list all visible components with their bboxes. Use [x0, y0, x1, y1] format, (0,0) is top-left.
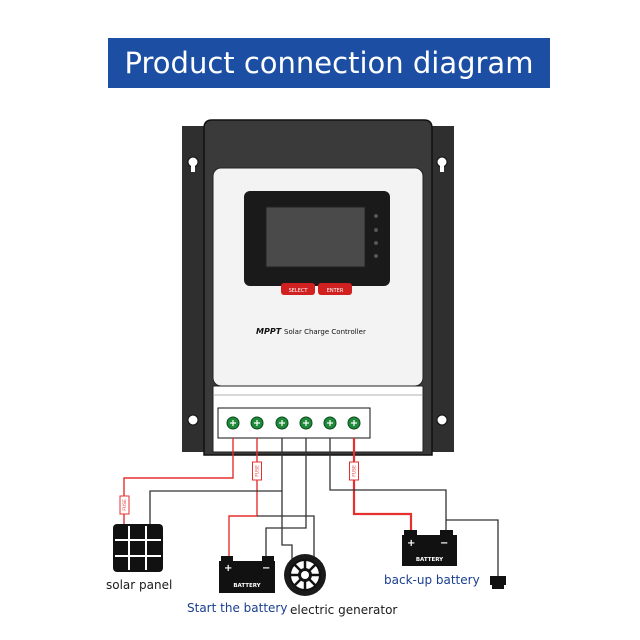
negative-wires	[149, 438, 499, 576]
enter-button[interactable]	[318, 283, 352, 295]
terminal-block	[217, 407, 371, 439]
select-button-label: SELECT	[289, 288, 309, 294]
svg-text:−: −	[262, 563, 270, 574]
select-button[interactable]	[281, 283, 315, 295]
lcd-display	[244, 191, 390, 286]
load-plug-icon	[490, 576, 506, 589]
svg-text:FUSE: FUSE	[352, 465, 358, 477]
mounting-bracket	[182, 126, 454, 452]
start-battery-label: Start the battery	[187, 601, 288, 615]
svg-text:+: +	[407, 538, 415, 549]
svg-text:FUSE: FUSE	[255, 465, 261, 477]
backup-battery-icon: + − BATTERY	[402, 530, 457, 566]
diagram-title: Product connection diagram	[108, 38, 550, 88]
svg-text:−: −	[440, 538, 448, 549]
backup-battery-label: back-up battery	[384, 573, 480, 587]
svg-text:+: +	[224, 563, 232, 574]
svg-text:BATTERY: BATTERY	[416, 557, 444, 563]
solar-panel-icon	[113, 524, 163, 572]
device-name: Solar Charge Controller	[284, 328, 366, 336]
enter-button-label: ENTER	[327, 288, 344, 294]
svg-text:FUSE: FUSE	[122, 499, 128, 511]
fuse-start-battery: FUSE	[252, 461, 262, 481]
start-battery-icon: + − BATTERY	[219, 556, 275, 593]
generator-label: electric generator	[290, 603, 398, 617]
fuse-backup-battery: FUSE	[349, 461, 359, 481]
device-brand: MPPT	[256, 327, 282, 336]
solar-panel-label: solar panel	[106, 578, 173, 592]
svg-text:BATTERY: BATTERY	[233, 583, 261, 589]
generator-icon	[284, 554, 326, 596]
fuse-solar: FUSE	[119, 495, 130, 515]
